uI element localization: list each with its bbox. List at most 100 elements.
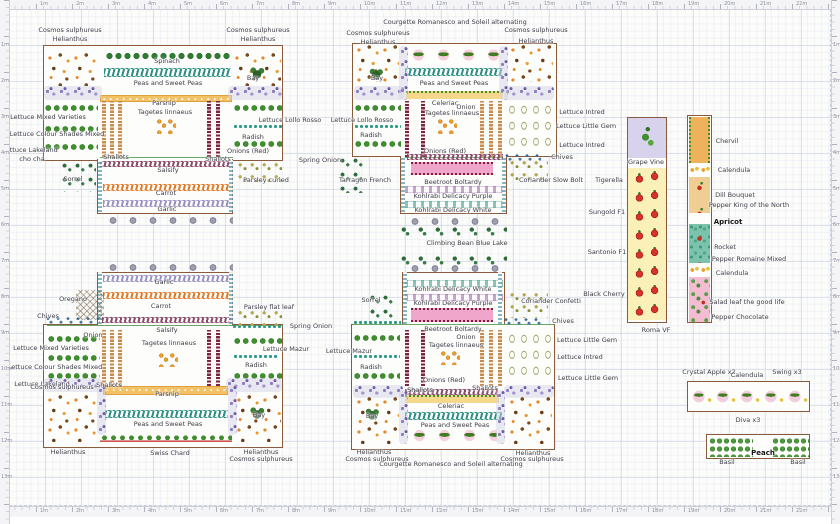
plant-feature-scatter-lavender[interactable] — [504, 385, 554, 398]
plant-feature-col-teal[interactable] — [229, 160, 233, 212]
plant-feature-row-green[interactable] — [47, 354, 100, 362]
plant-feature-band-beans[interactable] — [397, 224, 507, 237]
plant-feature-row-radish[interactable] — [233, 354, 278, 360]
plant-feature-col-teal[interactable] — [403, 272, 407, 324]
plant-feature-scatter-lavender[interactable] — [228, 385, 237, 435]
plant-feature-band-kp[interactable] — [405, 294, 503, 301]
plant-feature-row-green[interactable] — [233, 104, 282, 112]
plant-feature-col-teal[interactable] — [98, 160, 102, 212]
plant-feature-col-tan[interactable] — [118, 101, 122, 157]
plant-feature-scatter-olive[interactable] — [236, 308, 282, 326]
plant-feature-col-teal[interactable] — [502, 158, 506, 212]
plant-feature-dots[interactable] — [103, 263, 233, 272]
plant-feature-band-beetroot[interactable] — [411, 308, 493, 322]
plant-feature-row-green[interactable] — [233, 337, 282, 345]
plant-feature-row-green[interactable] — [44, 125, 98, 133]
plant-feature-scatter-chives[interactable] — [46, 315, 100, 329]
plant-feature-col-tan[interactable] — [498, 330, 502, 386]
plant-feature-col-tan[interactable] — [110, 101, 114, 157]
plant-feature-gline[interactable] — [47, 325, 283, 326]
plant-feature-bay[interactable] — [362, 406, 382, 422]
plant-feature-row-basil[interactable] — [709, 437, 753, 457]
plant-feature-scatter-lavender[interactable] — [496, 390, 505, 444]
plant-feature-col-tan[interactable] — [102, 101, 106, 157]
plant-feature-col-tan[interactable] — [480, 101, 484, 157]
plant-feature-band-beans[interactable] — [397, 253, 507, 266]
plant-feature-row-green[interactable] — [354, 140, 401, 148]
plant-feature-band-salsify[interactable] — [102, 317, 232, 323]
plant-feature-band-rocket[interactable] — [689, 224, 710, 263]
plant-feature-band-peas[interactable] — [105, 410, 228, 418]
plant-feature-row-chard[interactable] — [100, 434, 232, 444]
plant-feature-dots[interactable] — [103, 216, 233, 225]
plant-feature-band-kp[interactable] — [405, 186, 503, 193]
plant-feature-col-teal[interactable] — [229, 272, 233, 324]
plant-feature-col-maroon[interactable] — [421, 101, 425, 157]
plant-feature-scatter-lavender[interactable] — [504, 86, 554, 100]
plant-feature-scatter-chives[interactable] — [504, 316, 544, 326]
plant-feature-col-tan[interactable] — [118, 330, 122, 386]
plant-feature-scatter-tagetes[interactable] — [437, 118, 457, 134]
plant-feature-band-dill[interactable] — [689, 177, 710, 213]
plant-feature-bay[interactable] — [246, 64, 268, 82]
plant-feature-col-maroon[interactable] — [216, 101, 220, 157]
plant-feature-scatter-lavender[interactable] — [353, 385, 403, 398]
plant-feature-band-kw[interactable] — [405, 280, 503, 287]
plant-feature-scatter-green-dark[interactable] — [60, 160, 96, 192]
plant-feature-scatter-olive[interactable] — [508, 158, 548, 184]
plant-feature-col-teal[interactable] — [498, 272, 502, 324]
plant-feature-scatter-lavender[interactable] — [228, 86, 282, 100]
plant-feature-scatter-lavender[interactable] — [499, 46, 508, 100]
plant-feature-row-green[interactable] — [44, 143, 98, 151]
plant-feature-band-carrot[interactable] — [103, 292, 231, 299]
plant-feature-scatter-cosmos[interactable] — [46, 394, 96, 442]
plant-feature-band-garlic[interactable] — [103, 200, 231, 207]
plant-feature-scatter-calendula[interactable] — [689, 264, 710, 276]
plant-feature-col-maroon[interactable] — [405, 101, 409, 157]
plant-feature-col-maroon[interactable] — [216, 330, 220, 386]
plant-feature-band-beetroot[interactable] — [411, 162, 493, 175]
plant-feature-scatter-olive[interactable] — [236, 160, 282, 186]
plant-feature-scatter-lavender[interactable] — [97, 385, 106, 435]
plant-feature-gline[interactable] — [100, 157, 233, 158]
plant-feature-scatter-cosmos[interactable] — [46, 52, 98, 86]
plant-feature-band-celeriac[interactable] — [406, 91, 503, 99]
plant-feature-scatter-tagetes[interactable] — [158, 352, 178, 367]
plant-feature-col-tan[interactable] — [480, 330, 484, 386]
plant-feature-scatter-lavender[interactable] — [399, 46, 408, 100]
plant-feature-band-peas[interactable] — [405, 68, 503, 76]
plant-feature-row-green[interactable] — [354, 104, 401, 112]
plant-feature-scatter-lavender[interactable] — [44, 378, 102, 392]
plant-feature-band-salad[interactable] — [689, 277, 710, 322]
plant-feature-band-eggs[interactable] — [506, 330, 554, 380]
plant-feature-row-radish[interactable] — [353, 354, 400, 360]
plant-feature-band-kw[interactable] — [405, 201, 503, 208]
plant-feature-dots[interactable] — [405, 264, 505, 273]
plant-feature-band-peas[interactable] — [405, 412, 502, 420]
plant-feature-row-radish[interactable] — [233, 124, 282, 129]
plant-feature-grape-cell[interactable] — [628, 118, 666, 158]
plant-feature-scatter-calendula[interactable] — [689, 164, 710, 176]
plant-feature-row-green[interactable] — [233, 372, 282, 380]
plant-feature-row-radish[interactable] — [354, 124, 401, 129]
plant-feature-col-tan[interactable] — [102, 330, 106, 386]
plant-feature-band-celeriac[interactable] — [405, 395, 499, 403]
plant-feature-col-tan[interactable] — [489, 101, 493, 157]
plant-feature-row-green[interactable] — [233, 140, 282, 148]
plant-feature-row-green[interactable] — [47, 335, 100, 343]
plant-feature-row-green[interactable] — [47, 372, 100, 380]
plant-feature-band-salsify[interactable] — [407, 154, 503, 160]
plant-feature-scatter-tagetes[interactable] — [156, 118, 176, 134]
plant-feature-row-basil[interactable] — [772, 437, 809, 457]
plant-feature-band-eggs[interactable] — [506, 101, 554, 149]
plant-feature-scatter-tagetes[interactable] — [440, 350, 460, 365]
plant-feature-row-green[interactable] — [44, 104, 98, 112]
plant-feature-col-maroon[interactable] — [207, 330, 211, 386]
plant-feature-row-green[interactable] — [353, 334, 400, 342]
plant-feature-row-green-dark[interactable] — [105, 52, 231, 60]
plant-feature-scatter-lavender[interactable] — [354, 86, 404, 100]
plant-feature-row-radish[interactable] — [232, 324, 282, 329]
plant-feature-bay[interactable] — [366, 66, 386, 82]
plant-feature-band-tomato[interactable] — [628, 168, 666, 320]
plant-feature-band-courgette[interactable] — [406, 46, 504, 64]
